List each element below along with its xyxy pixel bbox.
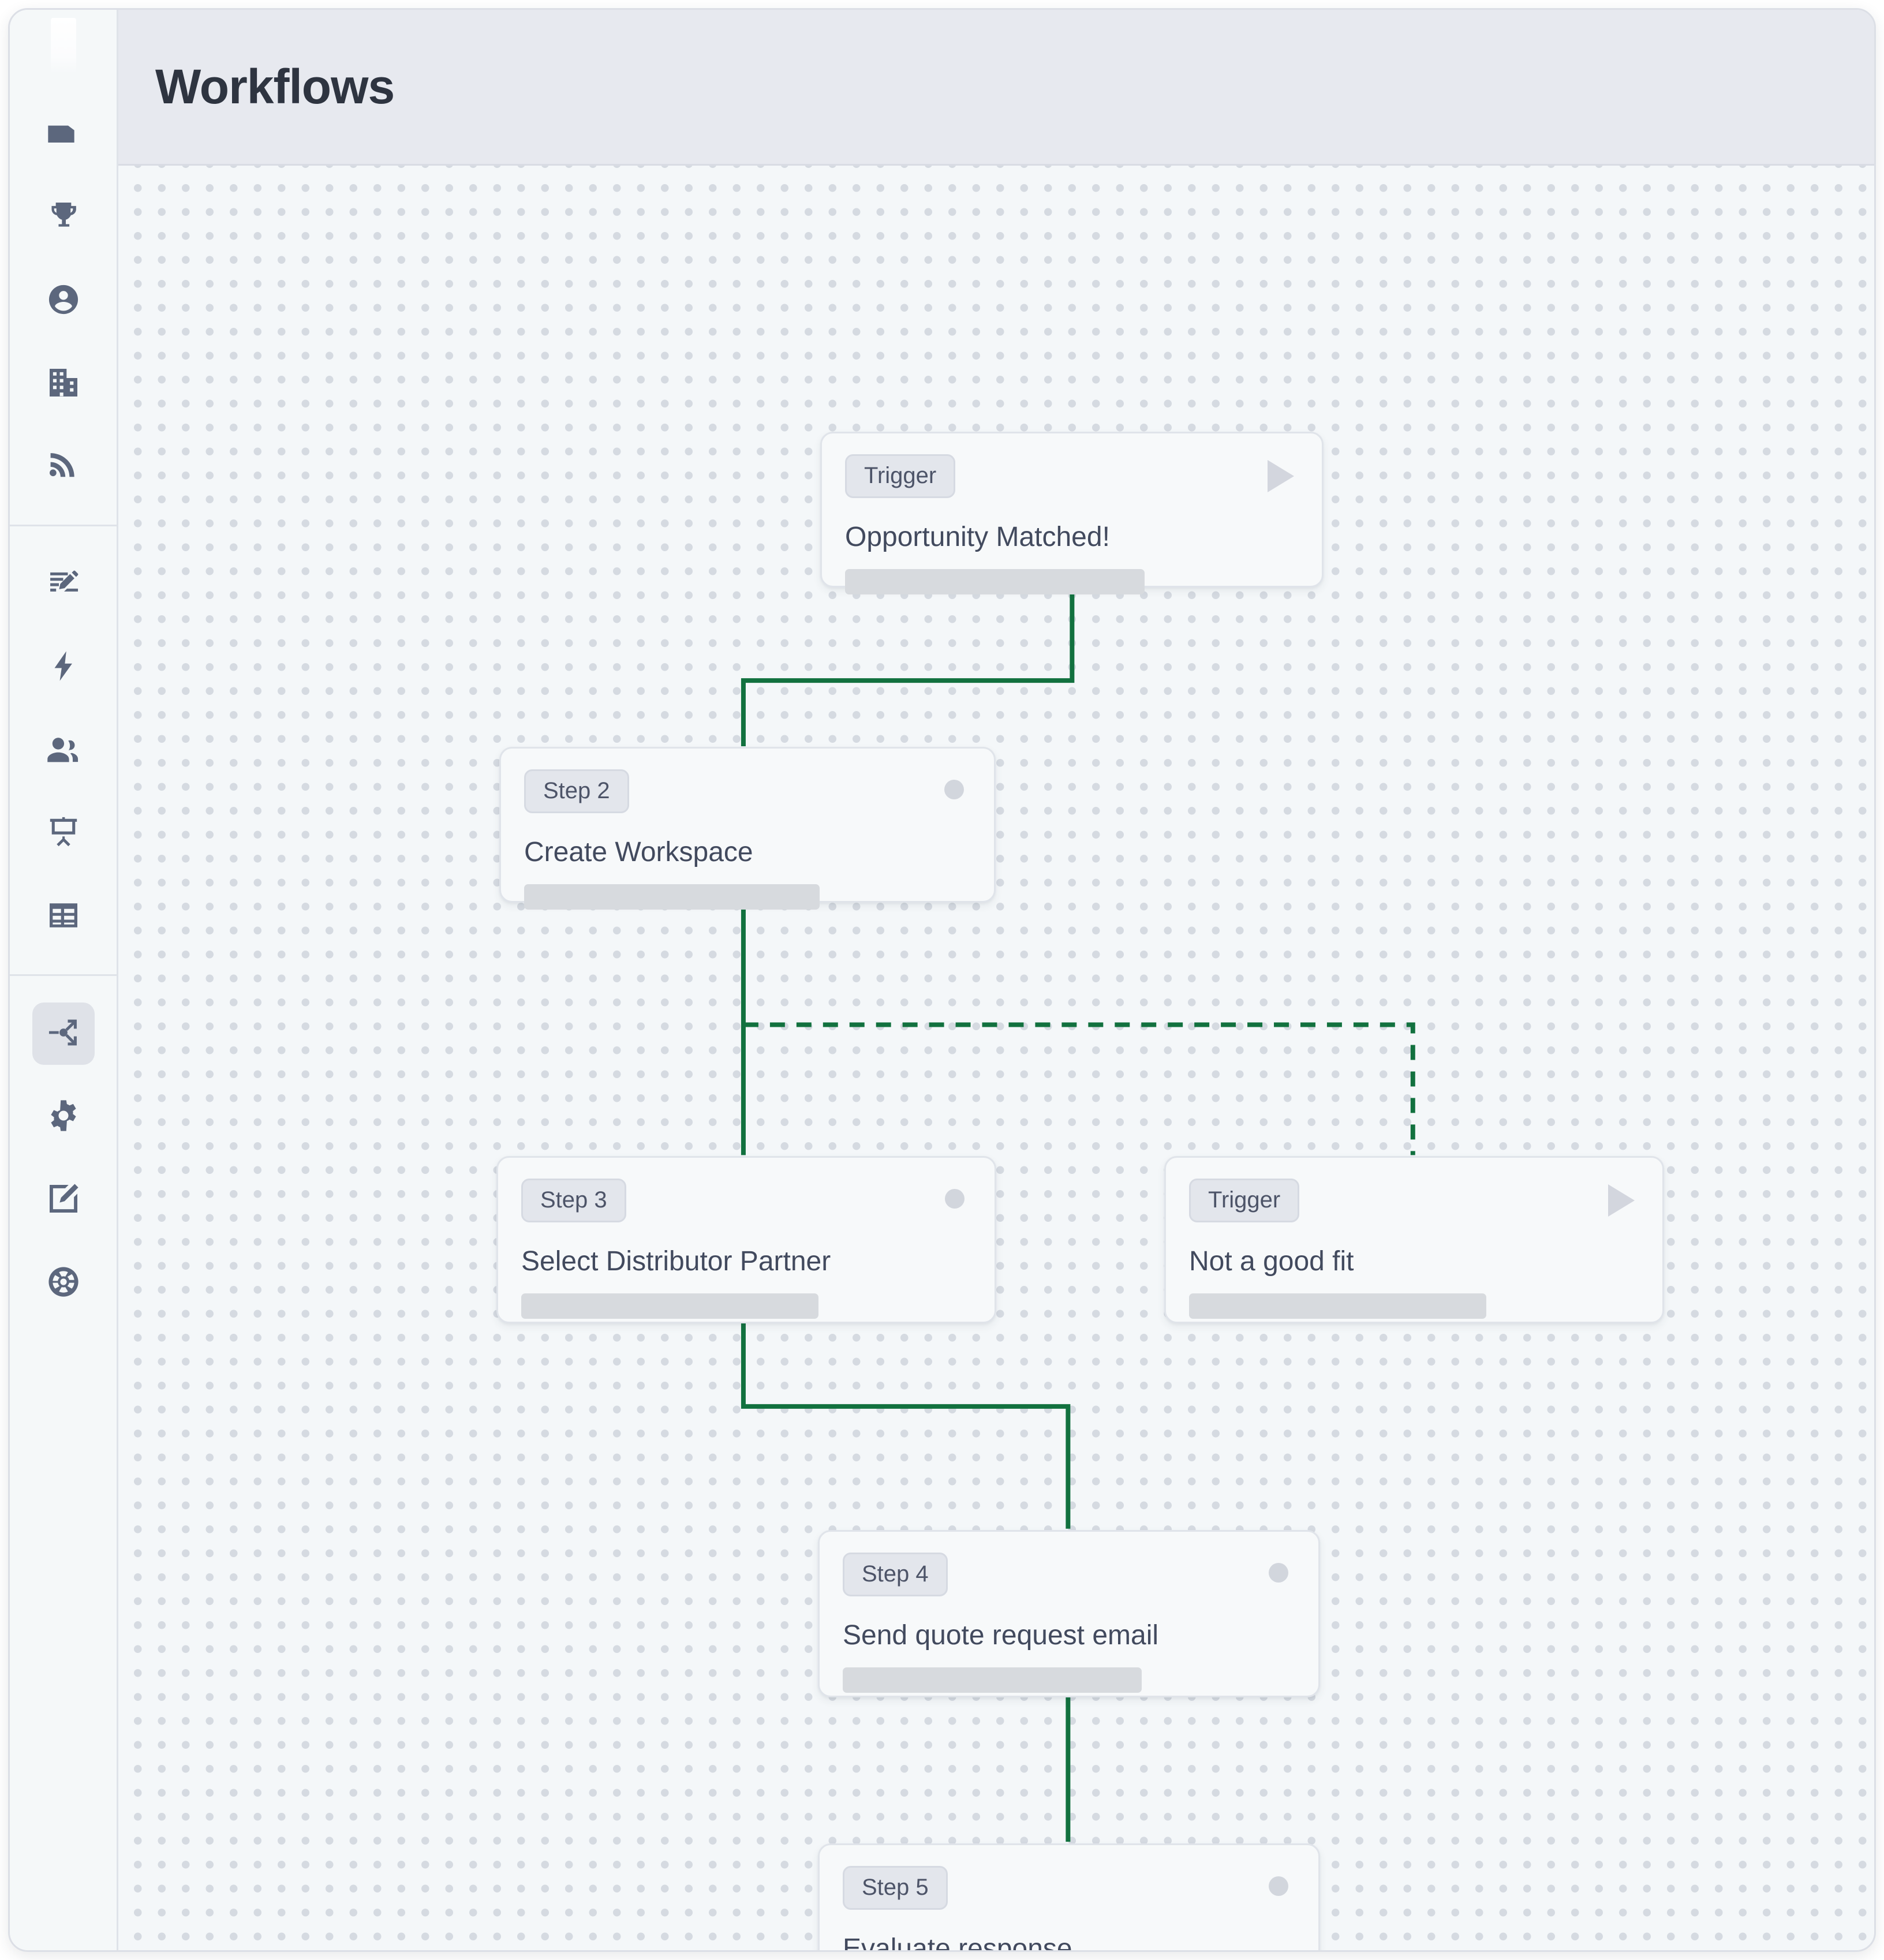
node-title: Send quote request email <box>843 1620 1159 1651</box>
node-header: Step 2 <box>524 769 971 813</box>
edge-step3-step4[interactable] <box>741 1322 1071 1529</box>
sidebar-item-automations[interactable] <box>32 636 95 698</box>
node-status <box>1258 1555 1295 1592</box>
run-trigger-button[interactable] <box>1262 457 1299 493</box>
rss-icon <box>45 447 82 487</box>
lightning-bolt-icon <box>45 648 82 687</box>
sidebar-item-tables[interactable] <box>32 885 95 948</box>
sidebar-divider-1 <box>10 525 117 526</box>
node-title: Create Workspace <box>524 837 753 867</box>
sidebar-group-3 <box>10 992 117 1325</box>
page-header: Workflows <box>118 10 1874 166</box>
sidebar-item-achievements[interactable] <box>32 186 95 249</box>
sidebar-item-presentations[interactable] <box>32 802 95 865</box>
sidebar-item-contacts[interactable] <box>32 270 95 332</box>
node-badge: Trigger <box>845 454 956 498</box>
sidebar-item-help[interactable] <box>32 1252 95 1314</box>
node-badge: Step 5 <box>843 1866 948 1910</box>
node-detail-placeholder <box>845 568 1145 594</box>
node-title: Not a good fit <box>1189 1246 1354 1277</box>
building-icon <box>45 364 82 404</box>
edge-step2-trigger2[interactable] <box>743 1022 1415 1155</box>
trophy-icon <box>45 198 82 238</box>
node-status <box>934 772 971 809</box>
node-header: Step 3 <box>521 1179 971 1222</box>
node-status <box>1258 1868 1295 1905</box>
node-badge: Step 4 <box>843 1553 948 1596</box>
sidebar-item-workflows[interactable] <box>32 1003 95 1065</box>
status-dot-icon <box>945 1189 965 1209</box>
sidebar-item-feed[interactable] <box>32 436 95 498</box>
workflow-node-step-3[interactable]: Step 3 Select Distributor Partner <box>496 1156 996 1323</box>
people-icon <box>45 731 82 770</box>
presentation-board-icon <box>45 814 82 854</box>
table-icon <box>45 897 82 937</box>
workflow-node-step-5[interactable]: Step 5 Evaluate response <box>818 1843 1320 1950</box>
node-badge: Step 3 <box>521 1179 626 1222</box>
workflow-node-step-2[interactable]: Step 2 Create Workspace <box>499 747 996 910</box>
node-badge: Step 2 <box>524 769 629 813</box>
compose-icon <box>45 1180 82 1220</box>
page-title: Workflows <box>155 59 395 114</box>
sidebar-item-companies[interactable] <box>32 353 95 415</box>
gear-icon <box>45 1097 82 1137</box>
documents-icon <box>45 115 82 155</box>
sidebar-item-compose[interactable] <box>32 1169 95 1231</box>
status-dot-icon <box>1269 1876 1288 1896</box>
node-title: Select Distributor Partner <box>521 1246 831 1277</box>
person-circle-icon <box>45 281 82 321</box>
workflow-node-step-4[interactable]: Step 4 Send quote request email <box>818 1530 1320 1697</box>
sidebar <box>10 10 118 1950</box>
status-dot-icon <box>944 780 964 799</box>
app-logo <box>50 18 76 73</box>
node-title: Opportunity Matched! <box>845 522 1110 552</box>
sidebar-group-1 <box>10 93 117 508</box>
node-detail-placeholder <box>521 1293 818 1319</box>
node-title: Evaluate response <box>843 1933 1072 1950</box>
node-detail-placeholder <box>524 884 820 910</box>
lifebuoy-icon <box>45 1263 82 1303</box>
notes-edit-icon <box>45 564 82 604</box>
sidebar-item-teams[interactable] <box>32 719 95 781</box>
workflow-branch-icon <box>45 1014 82 1054</box>
sidebar-item-notes[interactable] <box>32 553 95 615</box>
play-icon[interactable] <box>1608 1184 1635 1217</box>
node-header: Step 4 <box>843 1553 1295 1596</box>
node-header: Trigger <box>845 454 1299 498</box>
node-detail-placeholder <box>843 1667 1142 1693</box>
status-dot-icon <box>1269 1563 1288 1583</box>
node-status <box>934 1181 971 1218</box>
play-icon[interactable] <box>1268 460 1294 492</box>
node-detail-placeholder <box>1189 1293 1486 1319</box>
sidebar-group-2 <box>10 543 117 958</box>
sidebar-item-documents[interactable] <box>32 103 95 166</box>
run-trigger-button[interactable] <box>1602 1181 1639 1218</box>
node-header: Trigger <box>1189 1179 1639 1222</box>
edge-trigger1-step2[interactable] <box>741 587 1075 747</box>
sidebar-item-settings[interactable] <box>32 1086 95 1148</box>
sidebar-divider-2 <box>10 974 117 976</box>
node-badge: Trigger <box>1189 1179 1300 1222</box>
node-header: Step 5 <box>843 1866 1295 1910</box>
